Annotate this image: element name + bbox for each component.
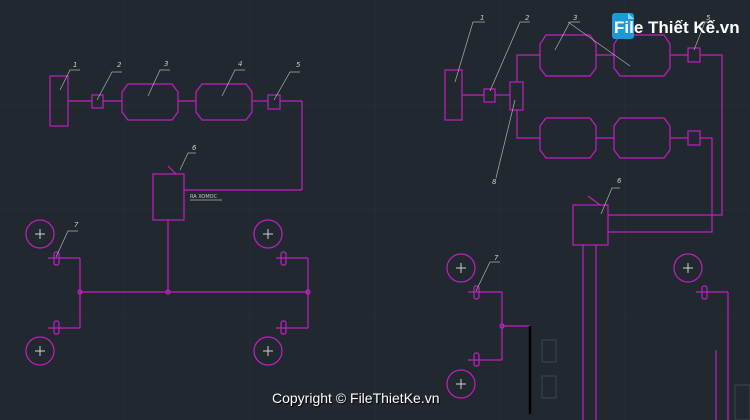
right-label-3: 3 [573,14,577,22]
copyright-watermark: Copyright © FileThietKe.vn [272,390,440,406]
filethietke-logo: File Thiết Kế.vn [612,13,740,39]
right-valve-bl [473,352,480,367]
right-pump-top-b [613,34,671,77]
left-label-7: 7 [74,221,79,229]
right-diagram: 1 2 3 5 6 7 8 [444,14,750,420]
left-label-6: 6 [192,144,197,152]
right-pump-bottom-a [539,117,597,159]
right-component-6 [572,204,609,246]
left-label-3: 3 [164,60,168,68]
right-component-2 [483,88,496,103]
left-wheel-tl [25,219,55,249]
left-component-2 [91,94,104,109]
right-component-1 [444,69,463,121]
right-wheel-tr [673,253,703,283]
left-wheel-bl [25,336,55,366]
right-valve-tr [701,285,708,300]
left-wheel-tr [253,219,283,249]
right-label-8: 8 [492,178,497,186]
left-label-2: 2 [117,61,122,69]
left-component-4 [195,83,253,121]
left-component-1 [49,75,69,127]
right-label-6: 6 [617,177,622,185]
left-wheel-br [253,336,283,366]
left-component-6 [152,173,185,221]
left-output-tag: RA XOMOC [190,194,218,200]
right-label-7: 7 [494,254,499,262]
right-component-8 [509,81,524,111]
right-label-1: 1 [480,14,484,22]
right-pump-bottom-b [613,117,671,159]
right-label-5: 5 [706,14,711,22]
right-component-5-bottom [687,130,701,146]
right-valve-tl [473,285,480,300]
left-label-1: 1 [73,61,77,69]
svg-text:File Thiết Kế.vn: File Thiết Kế.vn [614,18,740,37]
left-valve-bl [53,320,60,335]
left-component-3 [121,83,179,121]
logo-file-icon [612,13,634,39]
left-valve-tl [53,251,60,266]
left-component-5 [267,94,281,110]
left-valve-br [280,320,287,335]
left-label-4: 4 [238,60,242,68]
right-component-5-top [687,47,701,63]
left-label-5: 5 [296,61,301,69]
right-pump-top-a [539,34,597,77]
right-wheel-bl [446,369,476,399]
right-wheel-tl [446,253,476,283]
right-label-2: 2 [525,14,530,22]
left-valve-tr [280,251,287,266]
left-diagram: 1 2 3 4 5 6 7 RA XOMOC [25,60,311,366]
